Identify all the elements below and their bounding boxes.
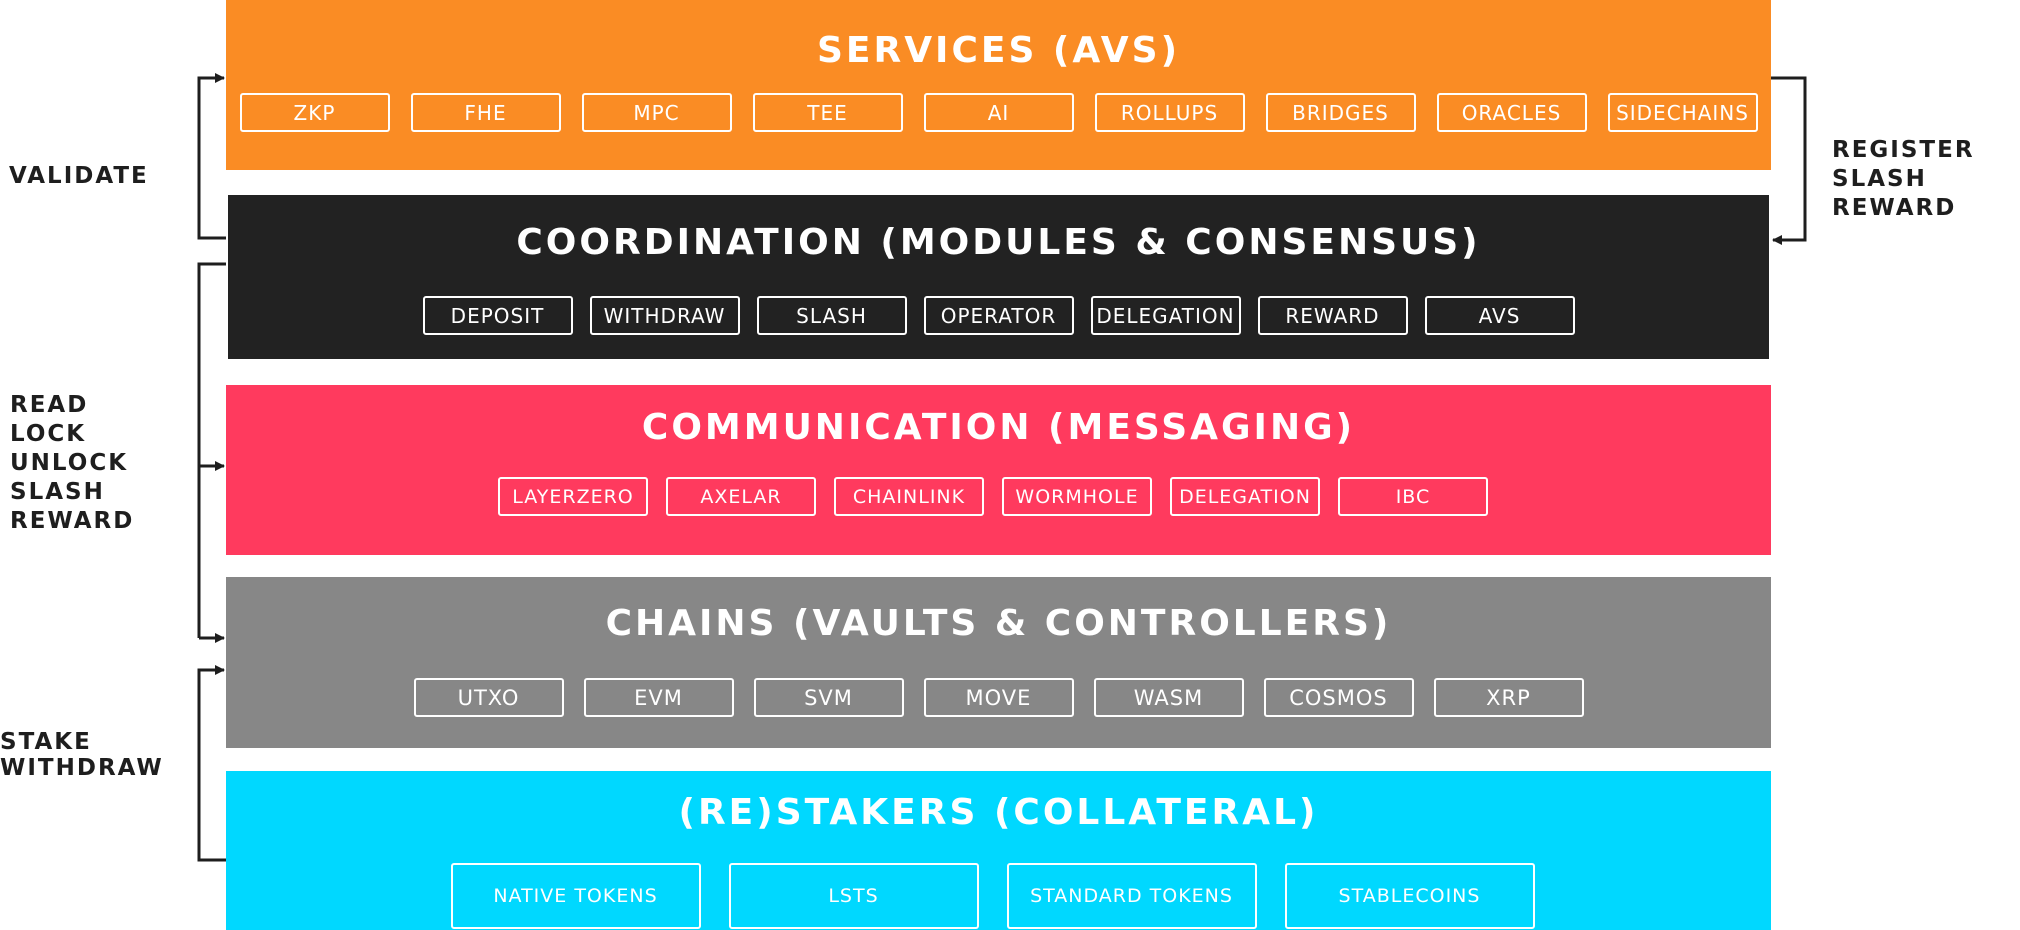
chains-layer-title: Chains (Vaults & Controllers) <box>605 603 1392 644</box>
restakers-chip-stablecoins: Stablecoins <box>1284 863 1535 929</box>
flow-label-line: Stake <box>0 729 92 755</box>
communication-chip-layerzero: LayerZero <box>498 477 648 516</box>
services-layer-title: Services (AVS) <box>816 30 1181 71</box>
chains-chip-evm: EVM <box>583 678 734 717</box>
flow-label-line: Lock <box>10 421 87 447</box>
services-chip-rollups: Rollups <box>1094 93 1245 132</box>
coordination-chip-withdraw: Withdraw <box>589 296 740 335</box>
coordination-layer: Coordination (Modules & Consensus) Depos… <box>228 195 1769 359</box>
communication-layer: Communication (Messaging) LayerZero Axela… <box>226 385 1771 555</box>
restakers-layer-title: (Re)Stakers (Collateral) <box>678 792 1319 833</box>
chains-chip-wasm: WASM <box>1093 678 1244 717</box>
validate-arrow <box>197 73 226 240</box>
register-slash-reward-label: RegisterSlashReward <box>1832 136 1975 223</box>
stake-withdraw-label: StakeWithdraw <box>0 729 164 781</box>
stake-arrow <box>197 665 226 862</box>
services-chip-row: ZKP FHE MPC TEE AI Rollups Bridges Oracles Sidec… <box>226 93 1771 132</box>
flow-label-line: Reward <box>10 508 135 534</box>
messaging-actions-label: ReadLockUnlockSlashReward <box>10 391 134 536</box>
communication-chip-ibc: IBC <box>1338 477 1488 516</box>
chains-chip-row: UTXO EVM SVM Move WASM Cosmos XRP <box>226 678 1771 717</box>
restakers-chip-lsts: LSTs <box>728 863 979 929</box>
flow-label-line: Register <box>1832 137 1975 163</box>
communication-chip-chainlink: Chainlink <box>834 477 984 516</box>
chains-chip-cosmos: Cosmos <box>1263 678 1414 717</box>
coordination-chip-delegation: Delegation <box>1090 296 1241 335</box>
services-chip-oracles: Oracles <box>1436 93 1587 132</box>
communication-chip-row: LayerZero Axelar Chainlink Wormhole Delegati… <box>226 477 1771 516</box>
restakers-chip-standard-tokens: Standard Tokens <box>1006 863 1257 929</box>
services-chip-tee: TEE <box>752 93 903 132</box>
flow-label-line: Slash <box>10 479 105 505</box>
coordination-chip-operator: Operator <box>923 296 1074 335</box>
coordination-chip-reward: Reward <box>1257 296 1408 335</box>
communication-chip-axelar: Axelar <box>666 477 816 516</box>
communication-chip-wormhole: Wormhole <box>1002 477 1152 516</box>
services-chip-bridges: Bridges <box>1265 93 1416 132</box>
services-chip-zkp: ZKP <box>239 93 390 132</box>
flow-label-line: Withdraw <box>0 755 164 781</box>
flow-label-line: Slash <box>1832 166 1927 192</box>
messaging-bracket <box>197 262 226 638</box>
register-arrow <box>1771 76 1807 245</box>
chains-chip-move: Move <box>923 678 1074 717</box>
services-chip-mpc: MPC <box>581 93 732 132</box>
flow-label-line: Read <box>10 392 89 418</box>
chains-chip-xrp: XRP <box>1433 678 1584 717</box>
flow-label-line: Unlock <box>10 450 129 476</box>
services-chip-sidechains: Sidechains <box>1607 93 1758 132</box>
coordination-chip-deposit: Deposit <box>422 296 573 335</box>
restakers-chip-row: Native Tokens LSTs Standard Tokens Stableco… <box>226 863 1771 929</box>
coordination-chip-slash: Slash <box>756 296 907 335</box>
chains-chip-svm: SVM <box>753 678 904 717</box>
coordination-layer-title: Coordination (Modules & Consensus) <box>516 222 1481 263</box>
chains-layer: Chains (Vaults & Controllers) UTXO EVM SVM… <box>226 577 1771 748</box>
services-chip-ai: AI <box>923 93 1074 132</box>
flow-label-line: Reward <box>1832 195 1957 221</box>
coordination-chip-avs: AVS <box>1424 296 1575 335</box>
restakers-layer: (Re)Stakers (Collateral) Native Tokens LS… <box>226 771 1771 930</box>
validate-label: Validate <box>9 162 149 191</box>
coordination-chip-row: Deposit Withdraw Slash Operator Delegation Re… <box>228 296 1769 335</box>
services-layer: Services (AVS) ZKP FHE MPC TEE AI Rollups Brid… <box>226 0 1771 170</box>
communication-layer-title: Communication (Messaging) <box>641 407 1356 448</box>
restakers-chip-native-tokens: Native Tokens <box>450 863 701 929</box>
communication-chip-delegation: Delegation <box>1170 477 1320 516</box>
services-chip-fhe: FHE <box>410 93 561 132</box>
flow-label-line: Validate <box>9 163 149 189</box>
chains-chip-utxo: UTXO <box>413 678 564 717</box>
